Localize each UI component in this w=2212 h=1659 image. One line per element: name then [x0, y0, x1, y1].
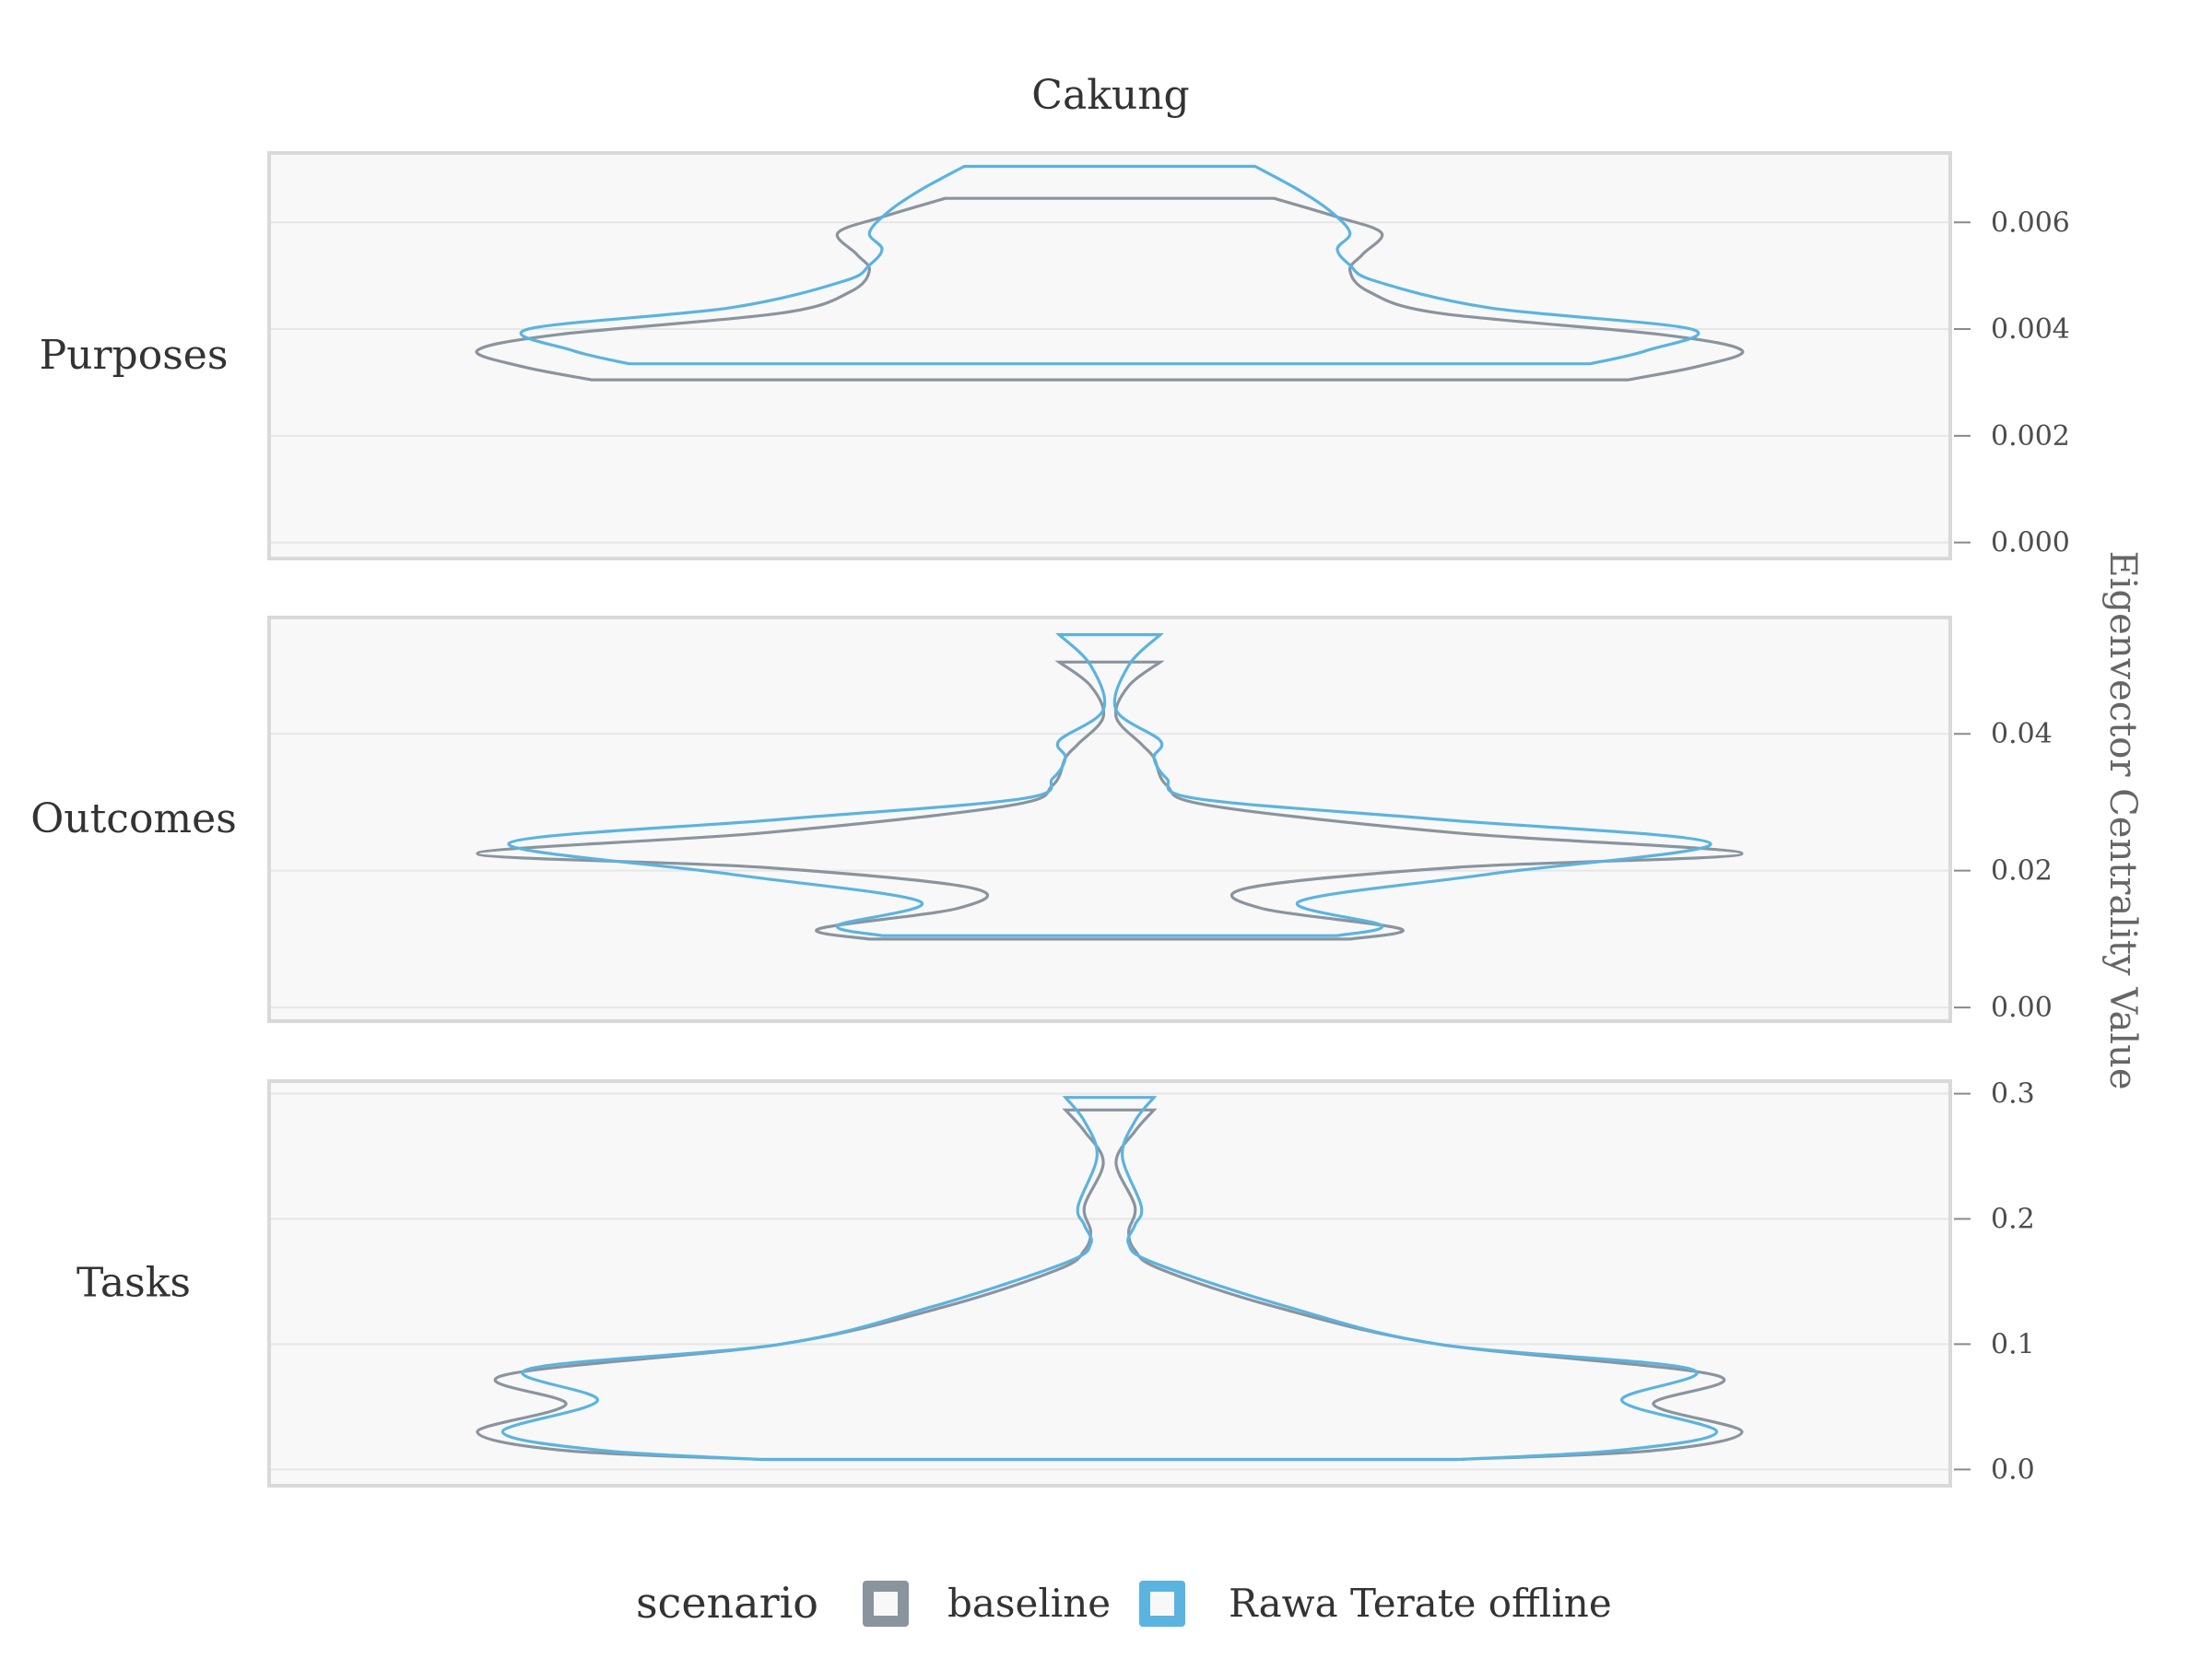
violin-rawa-terate-offline	[519, 164, 1700, 366]
chart-title: Cakung	[1031, 72, 1189, 119]
legend-label-baseline: baseline	[947, 1581, 1111, 1626]
y-tick-label: 0.00	[1991, 992, 2053, 1024]
violin-baseline	[476, 1108, 1744, 1462]
legend-label-rawa-terate-offline: Rawa Terate offline	[1229, 1581, 1612, 1626]
facet-label-outcomes: Outcomes	[30, 795, 237, 842]
panel-background	[267, 151, 1952, 560]
y-tick-label: 0.0	[1991, 1453, 2035, 1486]
y-tick-label: 0.04	[1991, 718, 2053, 750]
legend-key-baseline-inner	[874, 1592, 898, 1616]
y-tick-label: 0.006	[1991, 206, 2070, 239]
y-tick-label: 0.004	[1991, 313, 2070, 346]
y-tick-label: 0.002	[1991, 420, 2070, 453]
y-tick-label: 0.02	[1991, 855, 2053, 888]
facet-label-purposes: Purposes	[40, 332, 229, 379]
y-tick-label: 0.1	[1991, 1328, 2035, 1360]
legend-key-rawa-terate-offline-inner	[1150, 1592, 1174, 1616]
legend: scenario baseline Rawa Terate offline	[636, 1578, 1612, 1628]
y-tick-label: 0.000	[1991, 527, 2070, 559]
y-tick-label: 0.2	[1991, 1204, 2035, 1236]
panel-background	[267, 1079, 1952, 1488]
violin-rawa-terate-offline	[507, 633, 1712, 937]
violin-baseline	[475, 196, 1745, 382]
violin-baseline	[476, 660, 1744, 941]
violin-rawa-terate-offline	[500, 1096, 1719, 1462]
panel-background	[267, 616, 1952, 1023]
y-axis-label: Eigenvector Centrality Value	[2101, 550, 2144, 1089]
facet-label-tasks: Tasks	[76, 1260, 191, 1307]
legend-title: scenario	[636, 1578, 818, 1628]
y-tick-label: 0.3	[1991, 1078, 2035, 1111]
